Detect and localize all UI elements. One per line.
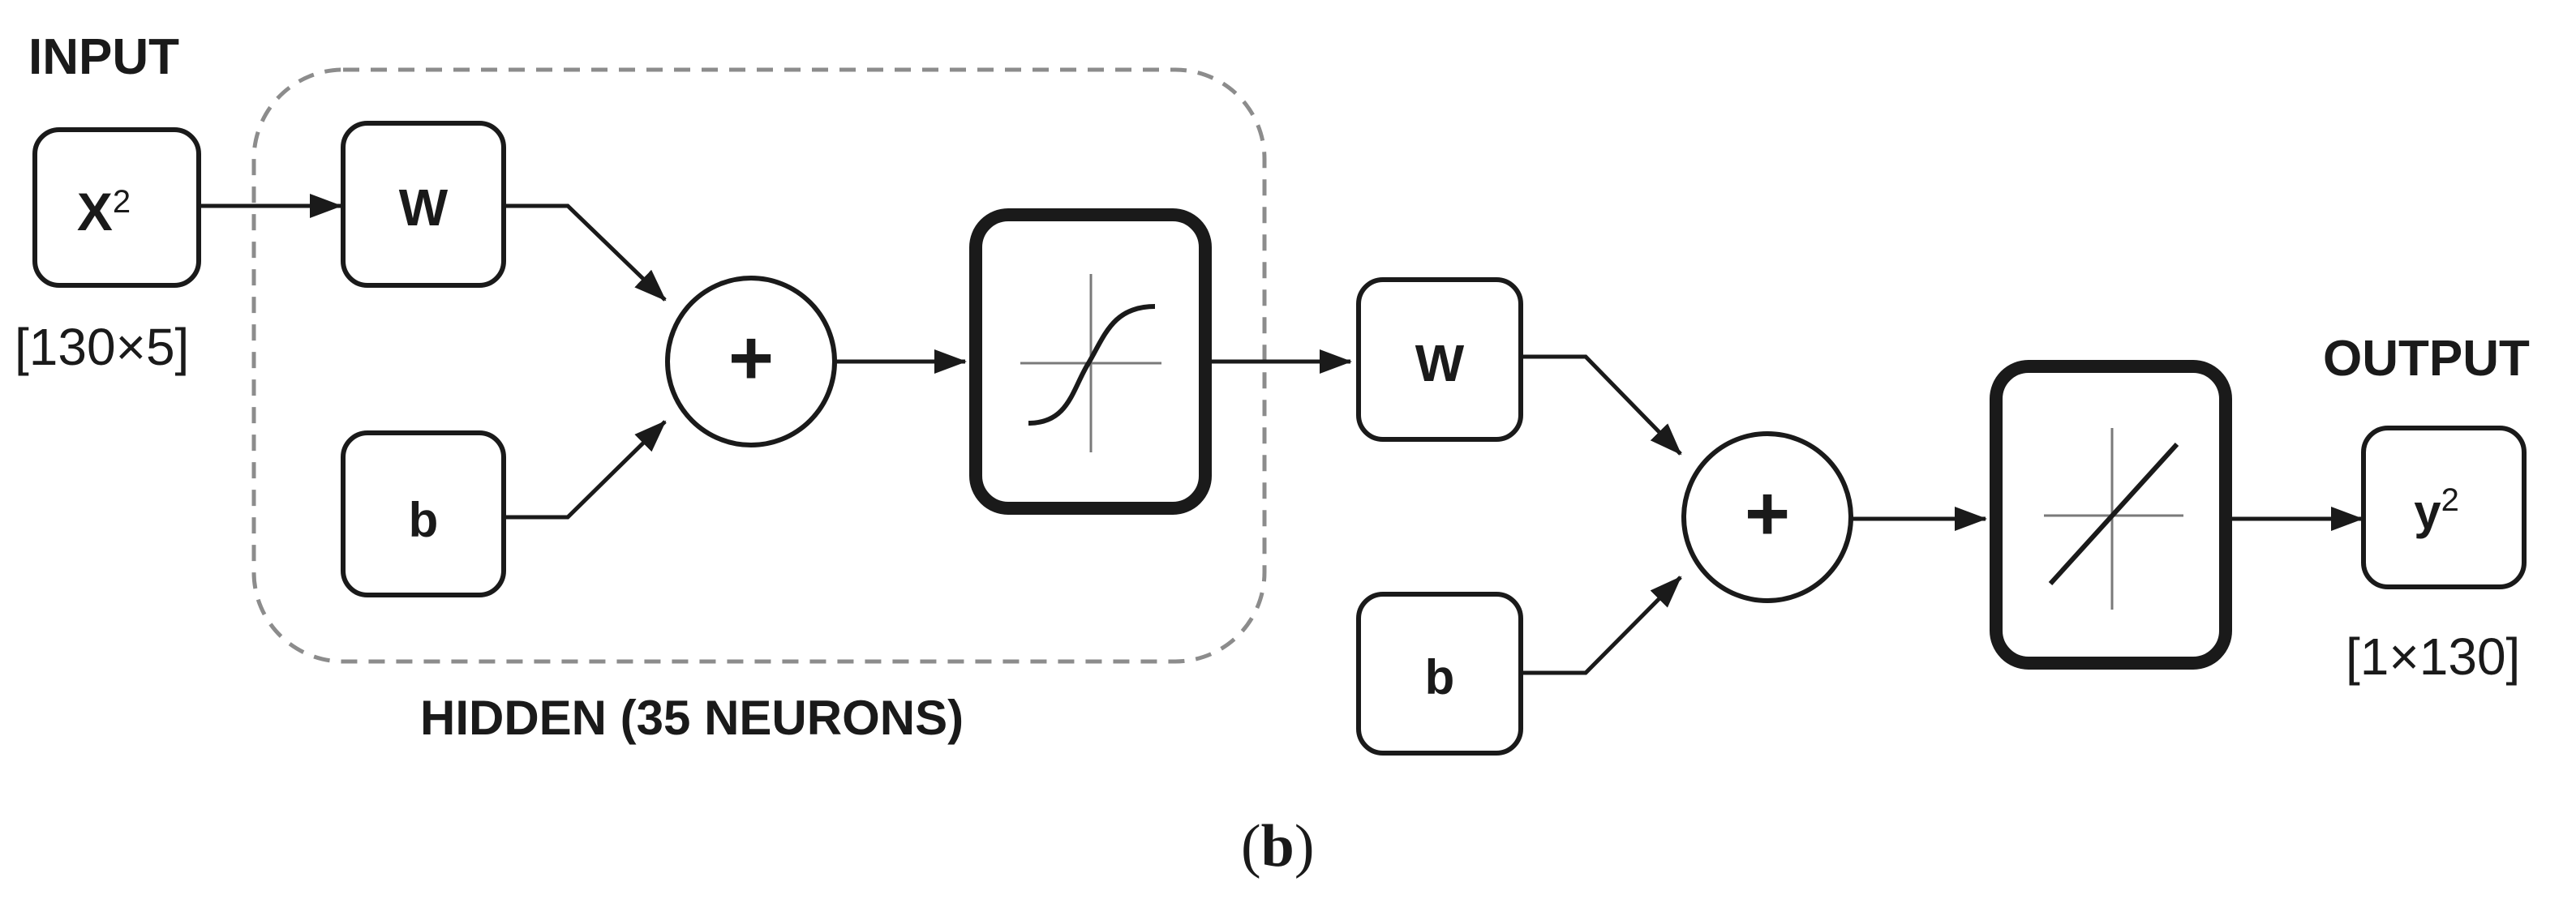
output-sum-node [1681, 431, 1853, 603]
hidden-weight-label: W [399, 178, 449, 237]
hidden-bias-label: b [409, 493, 439, 547]
figure-caption: (b) [1241, 816, 1314, 876]
input-heading: INPUT [28, 29, 179, 85]
caption-letter: b [1260, 813, 1294, 880]
output-node-label: y2 [2414, 482, 2459, 539]
wire-bias-to-sum [504, 420, 667, 520]
wire-out-weight-to-sum [1522, 354, 1682, 456]
hidden-sum-label: + [728, 315, 774, 401]
input-node-label: X2 [77, 182, 131, 242]
hidden-sum-node [665, 276, 837, 447]
output-node [2361, 426, 2527, 589]
linear-icon [2044, 428, 2183, 610]
output-bias-label: b [1425, 650, 1455, 704]
wire-out-bias-to-sum [1522, 576, 1682, 675]
wire-weight-to-sum [504, 203, 667, 302]
output-heading: OUTPUT [2323, 331, 2530, 387]
output-sum-label: + [1745, 470, 1790, 557]
hidden-heading: HIDDEN (35 NEURONS) [420, 691, 964, 745]
output-dims: [1×130] [2346, 627, 2521, 686]
output-bias-node [1356, 592, 1523, 756]
output-weight-node [1356, 277, 1523, 442]
hidden-weight-node [341, 121, 506, 288]
caption-close: ) [1294, 813, 1315, 880]
sigmoid-icon [1020, 274, 1161, 452]
input-dims: [130×5] [15, 318, 190, 376]
input-node [32, 127, 201, 288]
hidden-layer-container [251, 67, 1267, 664]
output-weight-label: W [1415, 334, 1465, 392]
caption-open: ( [1241, 813, 1261, 880]
hidden-bias-node [341, 430, 506, 597]
